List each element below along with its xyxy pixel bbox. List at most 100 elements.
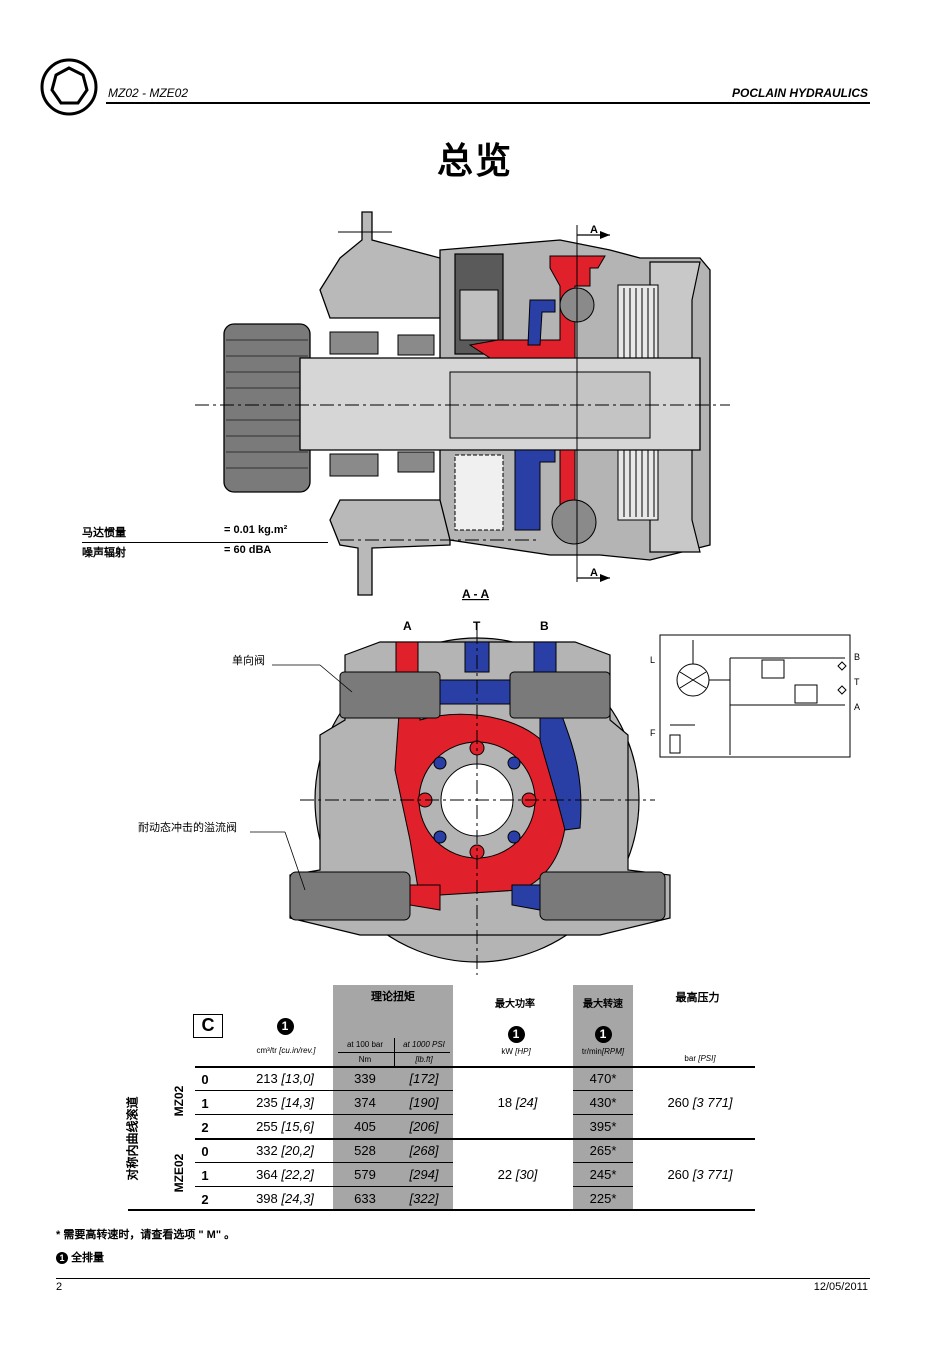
- power-imperial: [30]: [515, 1167, 538, 1182]
- row-speed: 265*: [589, 1143, 617, 1158]
- row-divider: [573, 1162, 633, 1163]
- row-index: 0: [201, 1072, 209, 1087]
- row-speed: 395*: [589, 1119, 617, 1134]
- section-label: A - A: [462, 587, 489, 601]
- row-torque-lbft: [206]: [409, 1119, 439, 1134]
- group-power: 22 [30]: [470, 1167, 565, 1182]
- speed-marker-icon: 1: [594, 1026, 612, 1043]
- displacement-imperial: [15,6]: [281, 1119, 314, 1134]
- row-displacement: 213 [13,0]: [240, 1071, 330, 1086]
- full-displacement-note: 1 全排量: [56, 1249, 104, 1265]
- pressure-metric: 260: [667, 1095, 690, 1110]
- port-b-label: B: [540, 619, 549, 633]
- row-torque-lbft: [294]: [409, 1167, 439, 1182]
- torque-unit-rule: [338, 1052, 450, 1053]
- pressure-unit-imperial: [PSI]: [698, 1054, 716, 1063]
- footer-date: 12/05/2011: [813, 1281, 868, 1293]
- displacement-unit-imperial: [cu.in/rev.]: [279, 1046, 316, 1055]
- note-marker-icon: 1: [56, 1252, 68, 1264]
- row-torque-nm: 633: [354, 1191, 376, 1206]
- power-imperial: [24]: [515, 1095, 538, 1110]
- row-displacement: 364 [22,2]: [240, 1167, 330, 1182]
- row-index: 1: [201, 1168, 209, 1183]
- group-pressure: 260 [3 771]: [650, 1167, 750, 1182]
- row-speed: 225*: [589, 1191, 617, 1206]
- row-speed: 430*: [589, 1095, 617, 1110]
- schematic-f-label: F: [650, 728, 656, 738]
- side-label: 对称内曲线滚道: [125, 1096, 140, 1181]
- row-torque-nm: 339: [354, 1071, 376, 1086]
- displacement-metric: 213: [256, 1071, 278, 1086]
- pressure-imperial: [3 771]: [692, 1167, 733, 1182]
- header-rule: [106, 102, 870, 104]
- displacement-metric: 398: [256, 1191, 278, 1206]
- displacement-unit-metric: cm³/tr: [256, 1046, 277, 1055]
- torque-at1000-label: at 1000 PSI: [403, 1040, 445, 1049]
- power-header: 最大功率: [495, 999, 535, 1010]
- inertia-value: = 0.01 kg.m²: [224, 524, 288, 536]
- row-speed: 470*: [589, 1071, 617, 1086]
- poclain-logo-icon: [40, 58, 98, 116]
- speed-unit: tr/min[RPM]: [566, 1047, 640, 1056]
- row-divider: [573, 1090, 633, 1091]
- row-torque-lbft: [322]: [409, 1191, 439, 1206]
- row-divider: [195, 1162, 453, 1163]
- pressure-imperial: [3 771]: [692, 1095, 733, 1110]
- row-divider: [573, 1186, 633, 1187]
- power-metric: 18: [497, 1095, 513, 1110]
- header-model: MZ02 - MZE02: [108, 86, 189, 100]
- row-torque-nm: 528: [354, 1143, 376, 1158]
- row-divider: [573, 1114, 633, 1115]
- header-brand: POCLAIN HYDRAULICS: [731, 86, 868, 100]
- page-title: 总览: [436, 140, 513, 181]
- row-torque-nm: 374: [354, 1095, 376, 1110]
- group-pressure: 260 [3 771]: [650, 1095, 750, 1110]
- displacement-metric: 255: [256, 1119, 278, 1134]
- check-valve-callout: 单向阀: [232, 655, 265, 667]
- power-unit-imperial: [HP]: [515, 1047, 531, 1056]
- pressure-unit-metric: bar: [684, 1054, 696, 1063]
- row-torque-lbft: [268]: [409, 1143, 439, 1158]
- row-index: 0: [201, 1144, 209, 1159]
- torque-column-shade: [333, 985, 453, 1211]
- pressure-unit: bar [PSI]: [660, 1054, 740, 1063]
- row-divider: [195, 1114, 453, 1115]
- row-index: 2: [201, 1192, 209, 1207]
- port-a-label: A: [403, 619, 412, 633]
- speed-column-shade: [573, 985, 633, 1211]
- displacement-imperial: [14,3]: [281, 1095, 314, 1110]
- port-t-label: T: [473, 619, 481, 633]
- torque-nm-unit: Nm: [358, 1055, 372, 1064]
- page-number: 2: [56, 1281, 63, 1293]
- power-unit: kW [HP]: [476, 1047, 556, 1056]
- torque-lbft-unit: [lb.ft]: [415, 1055, 433, 1064]
- inertia-label: 马达惯量: [82, 527, 126, 539]
- row-displacement: 255 [15,6]: [240, 1119, 330, 1134]
- motor-cross-section: A A: [195, 211, 730, 596]
- row-index: 1: [201, 1096, 209, 1111]
- full-displacement-label: 全排量: [71, 1252, 105, 1264]
- row-torque-lbft: [172]: [409, 1071, 439, 1086]
- schematic-a-label: A: [854, 702, 860, 712]
- torque-header: 理论扭矩: [371, 991, 415, 1003]
- displacement-imperial: [24,3]: [281, 1191, 314, 1206]
- row-torque-lbft: [190]: [409, 1095, 439, 1110]
- group-power: 18 [24]: [470, 1095, 565, 1110]
- speed-header: 最大转速: [583, 999, 623, 1010]
- row-displacement: 235 [14,3]: [240, 1095, 330, 1110]
- displacement-metric: 332: [256, 1143, 278, 1158]
- group-mze02-label: MZE02: [172, 1153, 186, 1193]
- spec-rule: [82, 542, 328, 543]
- row-speed: 245*: [589, 1167, 617, 1182]
- blue-oil-passages: [514, 299, 556, 531]
- noise-spec: 噪声辐射 = 60 dBA: [82, 544, 271, 560]
- pressure-metric: 260: [667, 1167, 690, 1182]
- row-torque-nm: 579: [354, 1167, 376, 1182]
- row-torque-nm: 405: [354, 1119, 376, 1134]
- row-divider: [195, 1090, 453, 1091]
- row-index: 2: [201, 1120, 209, 1135]
- displacement-metric: 364: [256, 1167, 278, 1182]
- displacement-imperial: [20,2]: [281, 1143, 314, 1158]
- power-metric: 22: [497, 1167, 513, 1182]
- displacement-marker-icon: 1: [276, 1018, 294, 1035]
